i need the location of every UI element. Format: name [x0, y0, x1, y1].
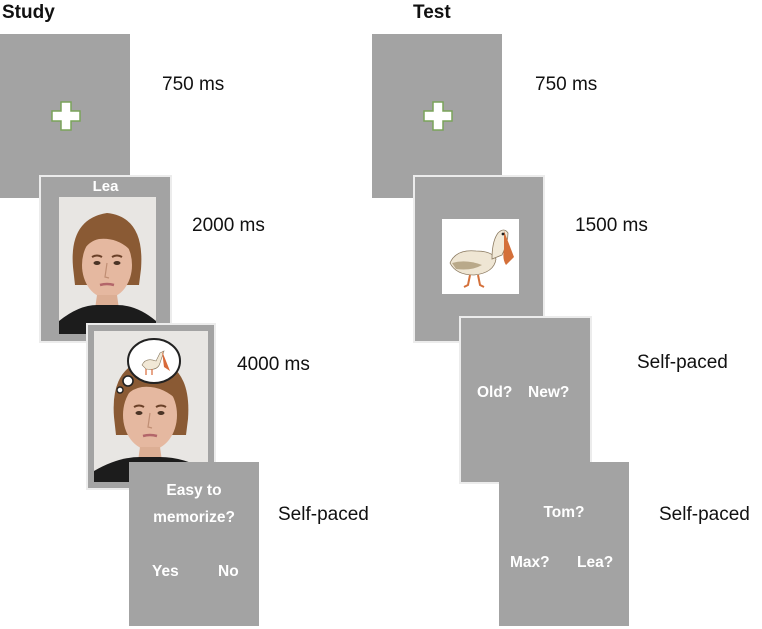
fixation-cross-icon	[51, 101, 81, 131]
new-option: New?	[528, 384, 570, 401]
study-duration-3: 4000 ms	[237, 354, 310, 375]
test-duration-1: 750 ms	[535, 74, 598, 95]
fixation-cross-icon	[423, 101, 453, 131]
test-duration-2: 1500 ms	[575, 215, 648, 236]
study-association-screen	[86, 323, 216, 490]
no-option: No	[218, 563, 239, 580]
test-fixation-screen	[372, 34, 502, 198]
thought-bubble-icon	[116, 338, 181, 394]
old-option: Old?	[477, 384, 513, 401]
test-name-screen: Tom? Max? Lea?	[499, 462, 629, 626]
study-duration-4: Self-paced	[278, 504, 369, 525]
test-duration-3: Self-paced	[637, 352, 728, 373]
study-fixation-screen	[0, 34, 130, 198]
study-duration-1: 750 ms	[162, 74, 225, 95]
test-object-screen	[413, 175, 545, 343]
name-option-max: Max?	[510, 554, 550, 571]
name-option-lea: Lea?	[577, 554, 614, 571]
yes-option: Yes	[152, 563, 179, 580]
test-duration-4: Self-paced	[659, 504, 750, 525]
pelican-image	[442, 219, 519, 294]
face-photo	[59, 197, 156, 334]
test-recognition-screen: Old? New?	[459, 316, 592, 484]
judgment-question-line1: Easy to	[166, 482, 222, 499]
test-heading: Test	[413, 2, 451, 23]
study-duration-2: 2000 ms	[192, 215, 265, 236]
judgment-question-line2: memorize?	[153, 509, 235, 526]
name-option-tom: Tom?	[543, 504, 585, 521]
face-name-label: Lea	[92, 178, 119, 195]
study-face-screen: Lea	[39, 175, 172, 343]
study-judgment-screen: Easy to memorize? Yes No	[129, 462, 259, 626]
study-heading: Study	[2, 2, 55, 23]
